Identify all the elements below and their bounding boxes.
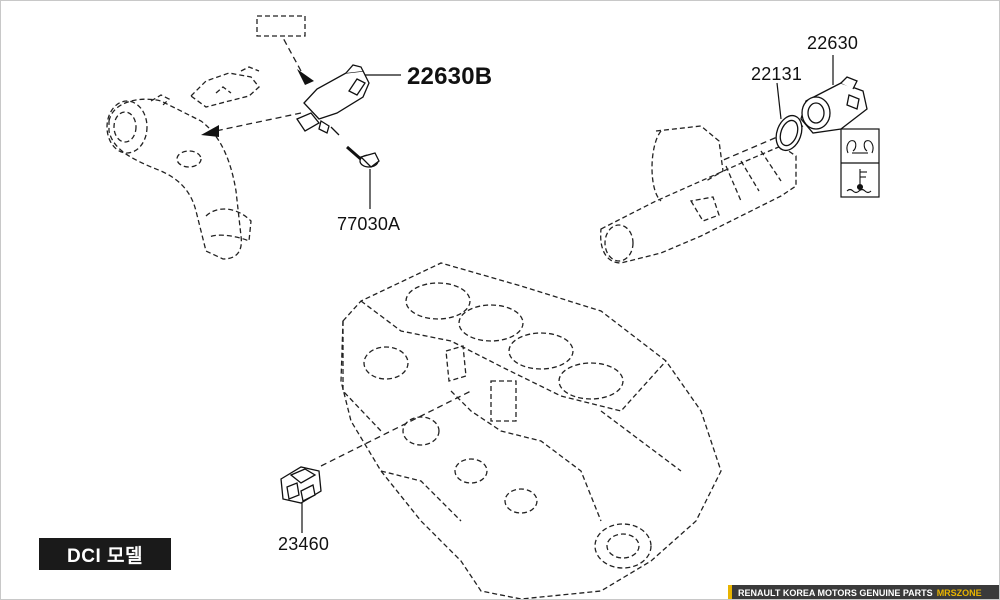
- intake-hose-drawing: [106, 66, 260, 260]
- thermostat-housing-drawing: [600, 125, 797, 264]
- part-label-22630: 22630: [807, 33, 859, 53]
- model-badge: DCI 모델: [39, 538, 171, 570]
- warning-symbols-panel: [840, 128, 880, 198]
- part-label-22131: 22131: [751, 64, 803, 84]
- pressure-sensor-22630b: [296, 64, 370, 136]
- part-label-23460: 23460: [278, 534, 330, 554]
- coolant-temperature-symbol-icon: [846, 169, 872, 194]
- block-sensor-23460: [280, 466, 322, 504]
- part-label-77030a: 77030A: [337, 214, 401, 234]
- arrow-to-hose: [201, 125, 219, 137]
- detail-box: [256, 15, 306, 37]
- engine-block-drawing: [340, 262, 722, 599]
- footer-bar: RENAULT KOREA MOTORS GENUINE PARTS MRSZO…: [728, 585, 999, 599]
- footer-text: RENAULT KOREA MOTORS GENUINE PARTS: [738, 588, 933, 598]
- leader-22131: [776, 82, 782, 120]
- o-ring-22131: [775, 114, 803, 152]
- temp-sensor-22630: [800, 76, 868, 134]
- footer-brand: MRSZONE: [936, 588, 982, 598]
- oil-pressure-symbol-icon: [846, 140, 874, 154]
- part-label-22630b: 22630B: [407, 63, 493, 90]
- bolt-77030a: [346, 145, 380, 168]
- arrow-to-sensor: [297, 69, 314, 85]
